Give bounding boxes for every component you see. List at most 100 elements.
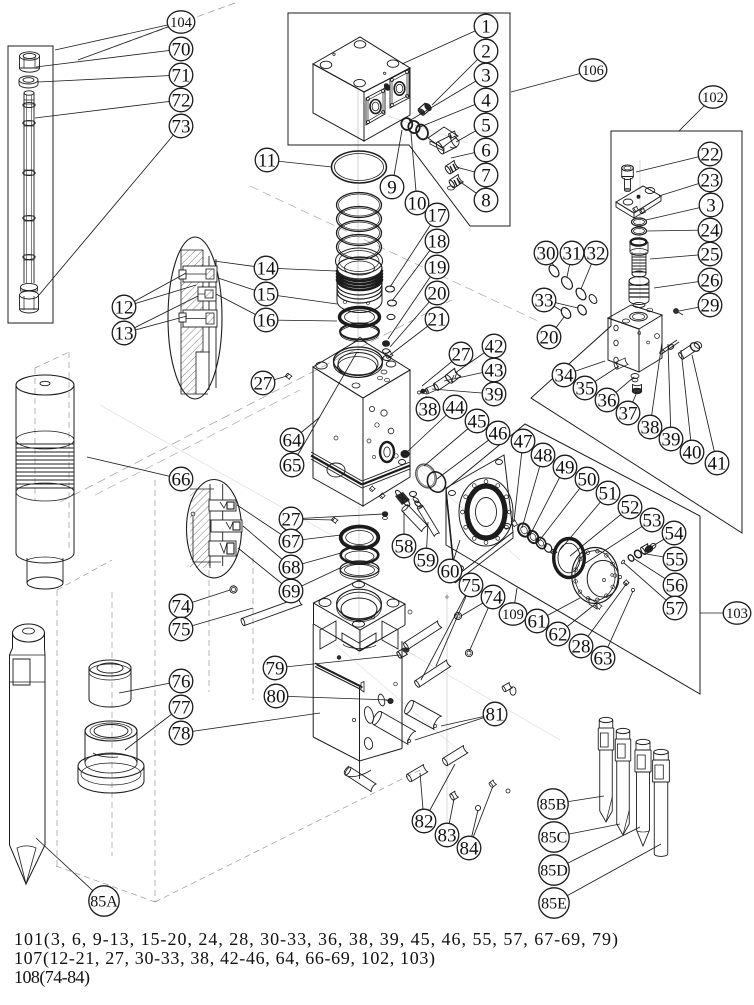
svg-text:16: 16 bbox=[257, 311, 276, 332]
svg-text:44: 44 bbox=[446, 398, 466, 419]
svg-text:33: 33 bbox=[535, 291, 554, 312]
svg-text:20: 20 bbox=[428, 284, 447, 305]
svg-text:85C: 85C bbox=[541, 830, 568, 847]
svg-text:69: 69 bbox=[282, 582, 301, 603]
svg-text:66: 66 bbox=[172, 470, 191, 491]
svg-text:108(74-84): 108(74-84) bbox=[14, 967, 90, 988]
svg-text:30: 30 bbox=[537, 244, 556, 265]
svg-text:51: 51 bbox=[599, 484, 618, 505]
svg-text:62: 62 bbox=[549, 625, 568, 646]
svg-text:81: 81 bbox=[486, 705, 505, 726]
svg-text:63: 63 bbox=[594, 649, 613, 670]
svg-text:49: 49 bbox=[556, 458, 575, 479]
svg-text:2: 2 bbox=[481, 42, 491, 63]
svg-text:85E: 85E bbox=[541, 896, 567, 913]
svg-text:9: 9 bbox=[387, 178, 397, 199]
svg-text:57: 57 bbox=[666, 599, 685, 620]
svg-text:77: 77 bbox=[172, 698, 191, 719]
svg-text:6: 6 bbox=[481, 141, 491, 162]
svg-text:32: 32 bbox=[587, 244, 606, 265]
svg-text:27: 27 bbox=[282, 510, 301, 531]
svg-text:64: 64 bbox=[283, 431, 303, 452]
svg-text:36: 36 bbox=[598, 391, 617, 412]
svg-text:41: 41 bbox=[708, 454, 727, 475]
svg-text:76: 76 bbox=[172, 672, 191, 693]
svg-text:53: 53 bbox=[643, 511, 662, 532]
svg-text:109: 109 bbox=[502, 607, 524, 623]
svg-text:8: 8 bbox=[481, 191, 491, 212]
svg-text:106: 106 bbox=[582, 63, 604, 79]
svg-text:27: 27 bbox=[452, 345, 471, 366]
svg-text:72: 72 bbox=[172, 91, 191, 112]
svg-text:4: 4 bbox=[481, 91, 491, 112]
svg-text:50: 50 bbox=[578, 470, 597, 491]
svg-text:70: 70 bbox=[172, 40, 191, 61]
svg-text:74: 74 bbox=[172, 597, 192, 618]
svg-text:80: 80 bbox=[267, 687, 286, 708]
svg-text:56: 56 bbox=[666, 576, 685, 597]
svg-text:55: 55 bbox=[666, 550, 685, 571]
svg-text:79: 79 bbox=[266, 659, 285, 680]
svg-text:68: 68 bbox=[282, 558, 301, 579]
svg-text:83: 83 bbox=[438, 826, 457, 847]
svg-text:74: 74 bbox=[484, 588, 504, 609]
svg-text:35: 35 bbox=[576, 379, 595, 400]
svg-text:26: 26 bbox=[701, 271, 720, 292]
svg-text:29: 29 bbox=[701, 296, 720, 317]
svg-text:14: 14 bbox=[257, 259, 277, 280]
svg-text:39: 39 bbox=[662, 430, 681, 451]
svg-text:67: 67 bbox=[282, 532, 301, 553]
svg-text:107(12-21, 27, 30-33, 38, 42-4: 107(12-21, 27, 30-33, 38, 42-46, 64, 66-… bbox=[14, 948, 435, 969]
svg-text:61: 61 bbox=[528, 612, 547, 633]
svg-text:37: 37 bbox=[619, 404, 638, 425]
svg-text:52: 52 bbox=[621, 498, 640, 519]
svg-text:71: 71 bbox=[172, 66, 191, 87]
svg-text:84: 84 bbox=[460, 839, 480, 860]
svg-text:40: 40 bbox=[683, 443, 702, 464]
svg-text:38: 38 bbox=[641, 418, 660, 439]
svg-text:78: 78 bbox=[172, 724, 191, 745]
svg-text:25: 25 bbox=[701, 245, 720, 266]
svg-text:39: 39 bbox=[485, 385, 504, 406]
svg-text:28: 28 bbox=[572, 637, 591, 658]
svg-text:38: 38 bbox=[419, 400, 438, 421]
svg-text:3: 3 bbox=[706, 196, 716, 217]
svg-text:24: 24 bbox=[701, 221, 721, 242]
svg-text:103: 103 bbox=[726, 606, 748, 622]
svg-text:5: 5 bbox=[481, 116, 491, 137]
svg-text:43: 43 bbox=[485, 361, 504, 382]
svg-text:75: 75 bbox=[462, 576, 481, 597]
svg-text:3: 3 bbox=[481, 66, 491, 87]
svg-text:18: 18 bbox=[428, 232, 447, 253]
svg-text:85B: 85B bbox=[540, 797, 567, 814]
svg-text:11: 11 bbox=[258, 151, 276, 172]
svg-text:73: 73 bbox=[172, 117, 191, 138]
svg-text:75: 75 bbox=[172, 620, 191, 641]
svg-text:46: 46 bbox=[489, 424, 508, 445]
svg-text:23: 23 bbox=[701, 171, 720, 192]
svg-text:82: 82 bbox=[415, 812, 434, 833]
svg-text:47: 47 bbox=[514, 432, 533, 453]
svg-text:85D: 85D bbox=[540, 863, 568, 880]
svg-text:7: 7 bbox=[481, 166, 491, 187]
svg-text:31: 31 bbox=[563, 244, 582, 265]
svg-text:45: 45 bbox=[468, 412, 487, 433]
svg-text:1: 1 bbox=[481, 17, 491, 38]
svg-text:27: 27 bbox=[254, 374, 273, 395]
svg-text:12: 12 bbox=[115, 298, 134, 319]
svg-text:101(3, 6, 9-13, 15-20, 24, 28,: 101(3, 6, 9-13, 15-20, 24, 28, 30-33, 36… bbox=[14, 929, 618, 950]
svg-text:104: 104 bbox=[170, 15, 193, 31]
svg-text:59: 59 bbox=[417, 551, 436, 572]
svg-text:102: 102 bbox=[702, 90, 724, 106]
svg-text:54: 54 bbox=[665, 524, 685, 545]
svg-text:22: 22 bbox=[701, 145, 720, 166]
svg-text:21: 21 bbox=[428, 310, 447, 331]
svg-text:85A: 85A bbox=[90, 894, 118, 911]
svg-text:65: 65 bbox=[283, 456, 302, 477]
svg-text:42: 42 bbox=[485, 337, 504, 358]
svg-text:17: 17 bbox=[428, 206, 447, 227]
svg-text:10: 10 bbox=[408, 194, 427, 215]
svg-text:34: 34 bbox=[555, 366, 575, 387]
svg-text:19: 19 bbox=[428, 258, 447, 279]
svg-text:58: 58 bbox=[395, 537, 414, 558]
